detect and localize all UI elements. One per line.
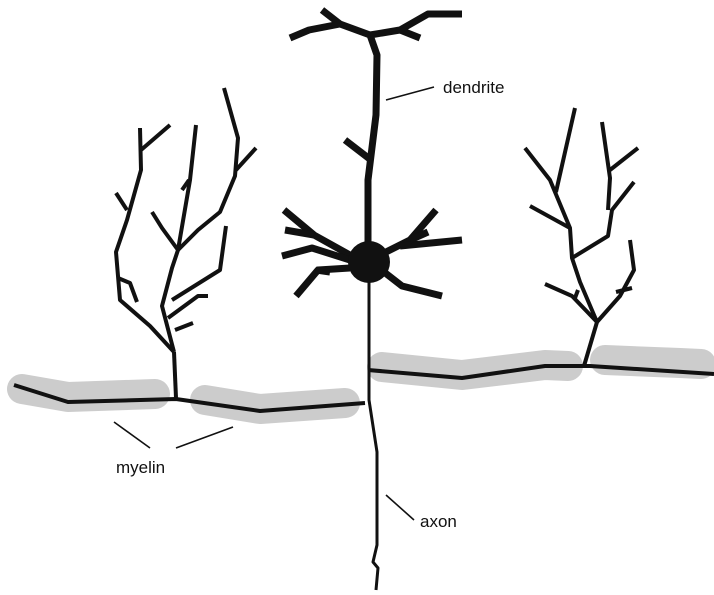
left-tree-right-twig	[236, 148, 256, 170]
label-myelin: myelin	[116, 458, 165, 477]
right-tree-twig-low	[575, 290, 578, 298]
left-tree-trunk	[174, 352, 176, 398]
myelin-leader-line-1	[114, 422, 150, 448]
basal-dendrite-upper-left-twig	[285, 230, 314, 235]
left-tree-left-twig-1	[141, 125, 170, 150]
right-tree-right-branch	[597, 240, 634, 322]
dendrite-leader-line	[386, 87, 434, 100]
basal-dendrite-lower-left-twig	[316, 270, 330, 272]
left-tree-twig-low	[175, 323, 193, 330]
basal-dendrite-lower-right	[384, 272, 442, 296]
apical-right-twig	[400, 30, 420, 38]
label-dendrite: dendrite	[443, 78, 504, 97]
right-tree-right-twig	[610, 148, 638, 170]
apical-left-branch	[322, 10, 370, 35]
apical-left-branch-2	[290, 24, 340, 38]
right-tree-right-branch-3	[602, 122, 610, 210]
apical-dendrite	[290, 10, 462, 245]
right-tree-inner-twig-2	[556, 108, 575, 192]
apical-right-branch	[370, 14, 462, 35]
myelin-segment-4	[605, 360, 701, 364]
axon-fibre	[14, 275, 714, 590]
left-tree-right-branch-3	[178, 88, 238, 250]
apical-dendrite-trunk	[368, 35, 377, 245]
cell-body-soma	[348, 241, 390, 283]
axon-leader-line	[386, 495, 414, 520]
left-tree-left-twig-2	[116, 193, 127, 210]
myelin-leader-line-2	[176, 427, 233, 448]
left-tree-mid-branch	[178, 125, 196, 250]
apical-mid-twig	[345, 140, 371, 160]
right-tree-right-branch-2	[572, 182, 634, 258]
label-axon: axon	[420, 512, 457, 531]
left-dendritic-tree	[116, 88, 256, 398]
right-tree-right-twig-2	[616, 288, 632, 292]
axon-vertical	[369, 275, 378, 590]
right-dendritic-tree	[525, 108, 638, 366]
